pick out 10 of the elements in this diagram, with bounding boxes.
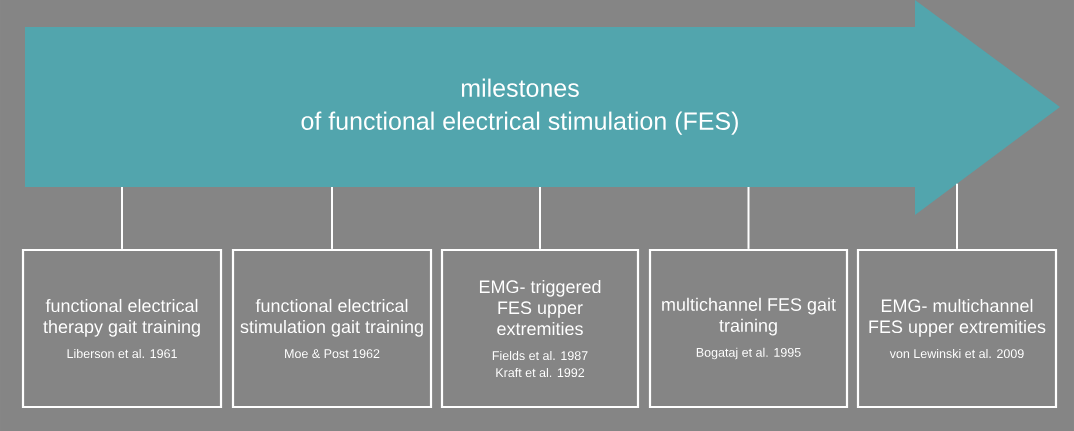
connector-line (956, 182, 958, 250)
milestone-box: functional electrical stimulation gait training Moe & Post 1962 (231, 248, 433, 409)
connector-line (331, 186, 333, 250)
connector-line (121, 186, 123, 250)
connector-line (539, 186, 541, 250)
milestone-box: functional electrical therapy gait training Liberson et al. 1961 (21, 248, 223, 409)
milestone-box: EMG- multichannel FES upper extremities von Lewinski et al. 2009 (856, 248, 1058, 409)
connector-line (747, 186, 750, 250)
milestone-box: multichannel FES gait training Bogataj et al. 1995 (648, 248, 849, 409)
milestone-box: EMG- triggered FES upper extremities Fields et al. 1987 Kraft et al. 1992 (440, 248, 640, 409)
